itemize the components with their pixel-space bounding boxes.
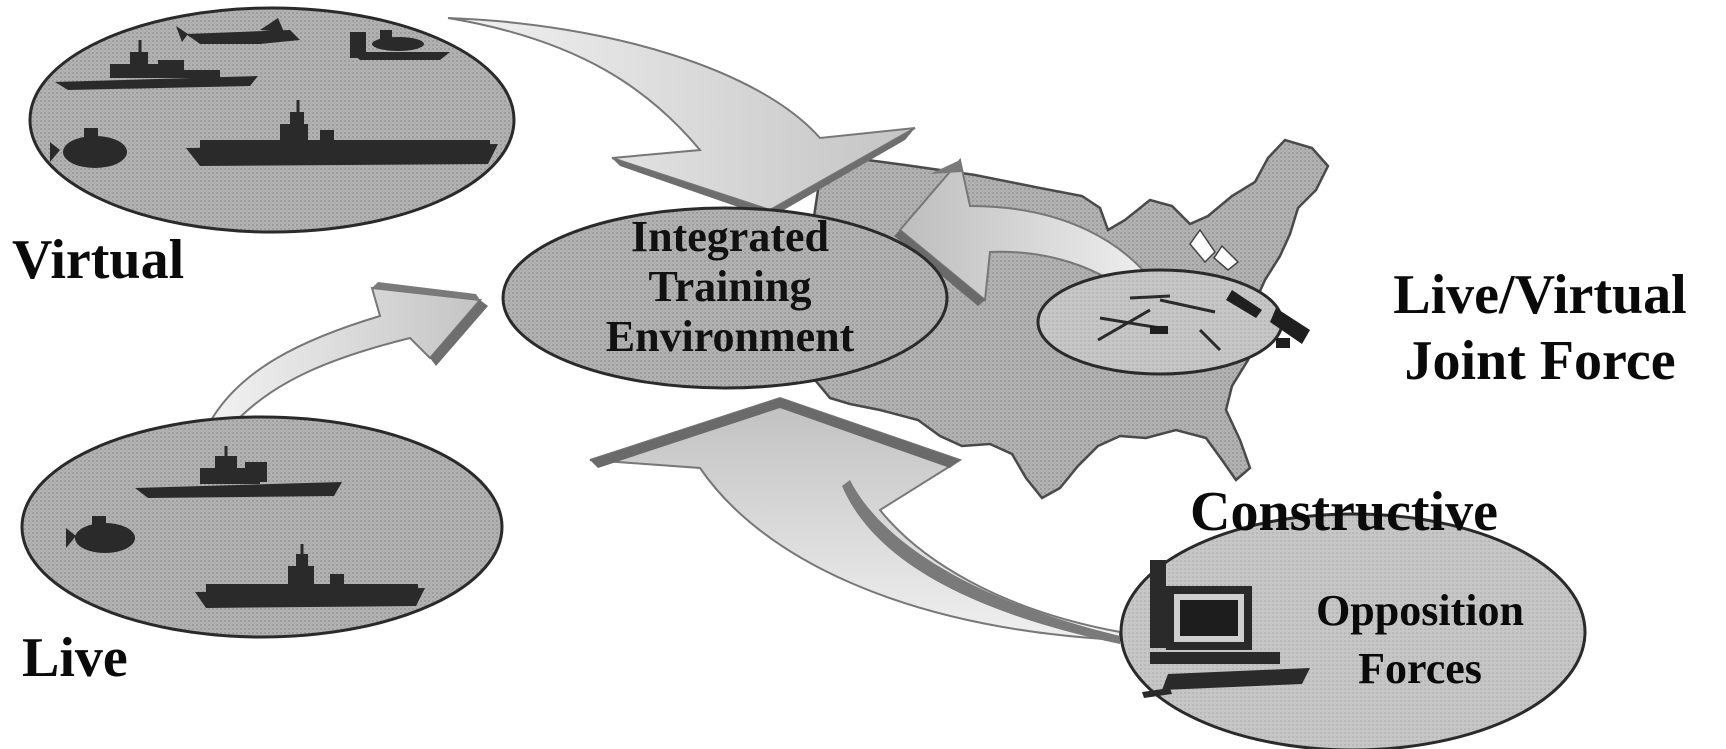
ship-icon bbox=[55, 40, 258, 90]
live-label: Live bbox=[22, 627, 128, 689]
submarine-icon bbox=[66, 516, 135, 553]
opposition-line: Opposition bbox=[1316, 586, 1524, 635]
unit-icon bbox=[1270, 308, 1310, 344]
opposition-forces-label: Opposition Forces bbox=[1280, 582, 1560, 698]
connection-line bbox=[1198, 328, 1222, 352]
computer-icon bbox=[1142, 560, 1310, 698]
connection-line bbox=[1159, 298, 1216, 314]
arrow-constructive-to-center bbox=[589, 396, 1121, 644]
connection-line bbox=[1097, 308, 1151, 342]
carrier-icon bbox=[195, 544, 425, 608]
constructive-group bbox=[1119, 512, 1587, 749]
lake-shape bbox=[1189, 228, 1216, 264]
center-title-line: Environment bbox=[605, 312, 855, 361]
lake-shape bbox=[1213, 244, 1240, 271]
arrow-virtual-to-center bbox=[447, 17, 916, 218]
center-title-line: Integrated bbox=[631, 212, 829, 261]
center-title-line: Training bbox=[648, 262, 812, 311]
arrow-live-to-center bbox=[208, 282, 488, 430]
unit-icon bbox=[1226, 290, 1262, 318]
aircraft-icon bbox=[350, 30, 450, 60]
live-group bbox=[20, 415, 504, 639]
joint-force-label: Live/Virtual Joint Force bbox=[1360, 262, 1720, 394]
joint-force-line: Joint Force bbox=[1404, 330, 1676, 392]
ship-icon bbox=[135, 446, 342, 498]
virtual-group bbox=[28, 6, 516, 234]
unit-icon bbox=[1150, 326, 1168, 334]
unit-icon bbox=[1276, 338, 1290, 348]
center-ellipse bbox=[501, 206, 949, 390]
constructive-label: Constructive bbox=[1190, 481, 1498, 543]
jet-icon bbox=[176, 18, 300, 44]
joint-force-line: Live/Virtual bbox=[1393, 264, 1687, 326]
arrow-jointforce-to-center bbox=[894, 157, 1167, 312]
carrier-icon bbox=[186, 100, 498, 166]
joint-force-group bbox=[1036, 268, 1310, 376]
opposition-line: Forces bbox=[1358, 644, 1482, 693]
connection-line bbox=[1129, 294, 1171, 300]
submarine-icon bbox=[50, 128, 127, 168]
virtual-label: Virtual bbox=[12, 229, 185, 291]
center-title: Integrated Training Environment bbox=[560, 212, 900, 362]
